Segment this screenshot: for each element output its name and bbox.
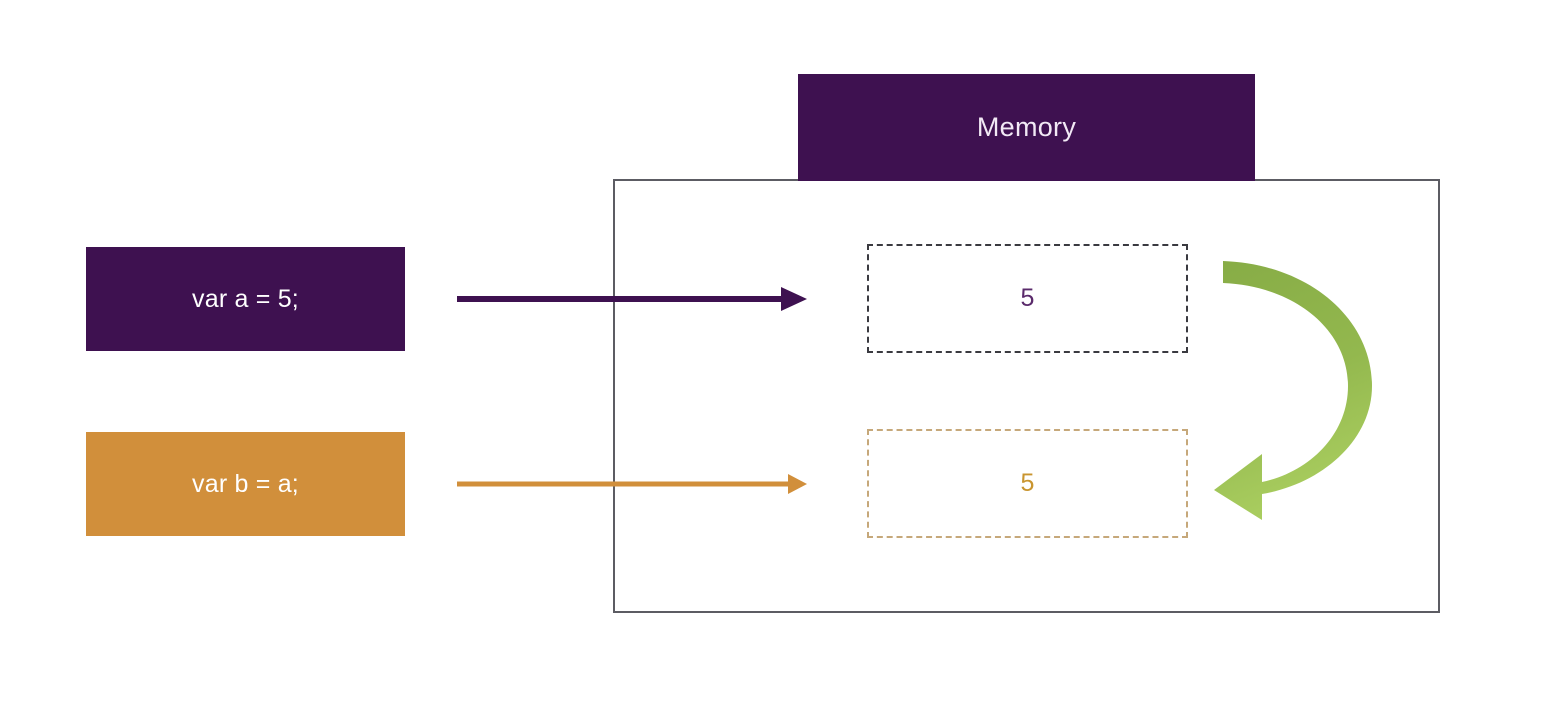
memory-slot-b: 5 xyxy=(867,429,1188,538)
statement-label-declaration-a: var a = 5; xyxy=(192,284,299,313)
memory-panel xyxy=(613,179,1440,613)
statement-label-assignment-b: var b = a; xyxy=(192,469,299,498)
statement-box-assignment-b: var b = a; xyxy=(86,432,405,536)
memory-header: Memory xyxy=(798,74,1255,181)
statement-box-declaration-a: var a = 5; xyxy=(86,247,405,351)
memory-slot-b-value: 5 xyxy=(1020,469,1035,497)
copy-value-curved-arrow xyxy=(1214,261,1372,520)
memory-header-label: Memory xyxy=(976,112,1077,142)
arrow-assignment-b-to-memory xyxy=(457,474,807,494)
memory-slot-a-value: 5 xyxy=(1020,284,1035,312)
arrow-declaration-a-to-memory xyxy=(457,287,807,311)
memory-slot-a: 5 xyxy=(867,244,1188,353)
